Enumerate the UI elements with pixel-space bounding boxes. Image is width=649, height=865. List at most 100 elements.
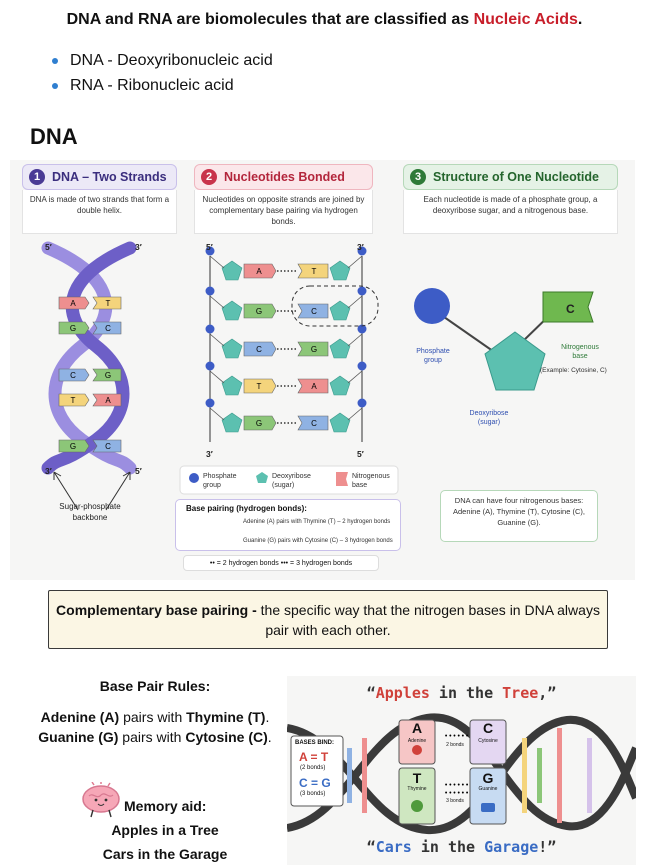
nitrogenous-base-icon bbox=[542, 291, 594, 323]
svg-text:••••••: •••••• bbox=[444, 733, 469, 741]
sugar-icon bbox=[221, 260, 243, 281]
card-c-name: Cytosine bbox=[478, 738, 498, 744]
sugar-icon bbox=[329, 412, 351, 433]
base-letter: A bbox=[105, 396, 111, 405]
phosphate-icon bbox=[357, 324, 367, 334]
apple-icon bbox=[412, 745, 422, 755]
panel-caption: Each nucleotide is made of a phosphate g… bbox=[403, 190, 618, 234]
backbone-label: Sugar-phosphate backbone bbox=[59, 502, 121, 522]
base-letter: G bbox=[105, 371, 111, 380]
sugar-label: Deoxyribose (sugar) bbox=[469, 410, 509, 426]
panel-caption: DNA is made of two strands that form a d… bbox=[22, 190, 177, 234]
deoxyribose-icon bbox=[484, 331, 546, 391]
rule-at: Adenine (A) pairs with Thymine (T). bbox=[40, 709, 270, 725]
sugar-icon bbox=[329, 300, 351, 321]
base-G bbox=[58, 439, 90, 453]
rule-gc: Guanine (G) pairs with Cytosine (C) – 3 … bbox=[243, 538, 393, 544]
sugar-icon bbox=[329, 338, 351, 359]
helix-label: 5′ bbox=[135, 466, 142, 476]
base-A bbox=[243, 263, 277, 279]
base-letter: A bbox=[256, 267, 262, 276]
bullet-icon bbox=[52, 82, 58, 89]
phosphate-icon bbox=[205, 361, 215, 371]
base-A bbox=[58, 296, 90, 310]
three-bonds: 3 bonds bbox=[446, 798, 464, 804]
helix-label: 3′ bbox=[45, 466, 52, 476]
bullet-icon bbox=[52, 57, 58, 64]
base-letter: C bbox=[566, 302, 575, 316]
tree-icon bbox=[411, 800, 423, 812]
base-letter: T bbox=[71, 396, 76, 405]
hydrogen-bond-legend: •• = 2 hydrogen bonds ••• = 3 hydrogen b… bbox=[183, 555, 379, 571]
base-letter: A bbox=[70, 299, 76, 308]
base-letter: C bbox=[311, 419, 317, 428]
base-legend-icon bbox=[336, 472, 348, 486]
base-G bbox=[297, 341, 329, 357]
base-A bbox=[92, 393, 122, 407]
base-C bbox=[92, 321, 122, 335]
sugar-icon bbox=[329, 260, 351, 281]
base-pairing-box: Base pairing (hydrogen bonds): bbox=[175, 499, 401, 551]
card-c: C bbox=[482, 720, 494, 736]
base-letter: G bbox=[256, 307, 262, 316]
card-g: G bbox=[482, 770, 494, 786]
card-t-name: Thymine bbox=[407, 786, 427, 792]
sugar-icon bbox=[221, 375, 243, 396]
base-letter: G bbox=[70, 442, 76, 451]
base-letter: C bbox=[105, 324, 111, 333]
base-G bbox=[243, 415, 277, 431]
cg-rule: C = G bbox=[299, 776, 331, 790]
sugar-icon bbox=[221, 412, 243, 433]
svg-text:••••••: •••••• bbox=[444, 782, 469, 790]
at-note: (2 bonds) bbox=[300, 765, 326, 771]
rule-at: Adenine (A) pairs with Thymine (T) – 2 h… bbox=[243, 519, 391, 525]
base-letter: C bbox=[256, 345, 262, 354]
apples-illustration: “Apples in the Tree,” •••••• •••••• ••••… bbox=[287, 676, 636, 865]
cars-slogan: “Cars in the Garage!” bbox=[366, 838, 557, 856]
base-letter: C bbox=[105, 442, 111, 451]
phosphate-label: Phosphate group bbox=[416, 348, 450, 364]
sugar-icon bbox=[221, 338, 243, 359]
four-bases-note: DNA can have four nitrogenous bases: Ade… bbox=[440, 490, 598, 542]
highlight-oval bbox=[291, 285, 379, 327]
memory-aid-label: Memory aid: bbox=[124, 798, 207, 814]
base-C bbox=[58, 368, 90, 382]
section-title: DNA bbox=[30, 124, 78, 149]
headline: DNA and RNA are biomolecules that are cl… bbox=[66, 11, 583, 28]
definition-list: DNA - Deoxyribonucleic acid RNA - Ribonu… bbox=[52, 48, 273, 98]
ladder-label: 5′ bbox=[206, 242, 213, 252]
base-letter: A bbox=[311, 382, 317, 391]
helix-strand-back bbox=[41, 241, 137, 475]
cg-note: (3 bonds) bbox=[300, 791, 326, 797]
memory-line: Apples in a Tree bbox=[111, 822, 219, 838]
base-letter: G bbox=[256, 419, 262, 428]
base-T bbox=[297, 263, 329, 279]
sugar-icon bbox=[329, 375, 351, 396]
memory-line: Cars in the Garage bbox=[102, 846, 228, 862]
base-letter: C bbox=[311, 307, 317, 316]
base-T bbox=[243, 378, 277, 394]
rule-gc: Guanine (G) pairs with Cytosine (C). bbox=[38, 729, 272, 745]
helix-strand-front bbox=[41, 241, 137, 475]
legend-base: Nitrogenous base bbox=[352, 473, 390, 489]
legend-sugar: Deoxyribose (sugar) bbox=[272, 473, 311, 489]
list-item: DNA - Deoxyribonucleic acid bbox=[52, 48, 273, 73]
card-t: T bbox=[412, 770, 422, 786]
ladder-label: 5′ bbox=[357, 449, 364, 459]
base-G bbox=[243, 303, 277, 319]
bases-bind-label: BASES BIND: bbox=[295, 740, 335, 746]
phosphate-group-icon bbox=[414, 288, 450, 324]
phosphate-legend-icon bbox=[189, 473, 199, 483]
phosphate-icon bbox=[205, 246, 215, 256]
svg-text:••••••: •••••• bbox=[444, 790, 469, 798]
